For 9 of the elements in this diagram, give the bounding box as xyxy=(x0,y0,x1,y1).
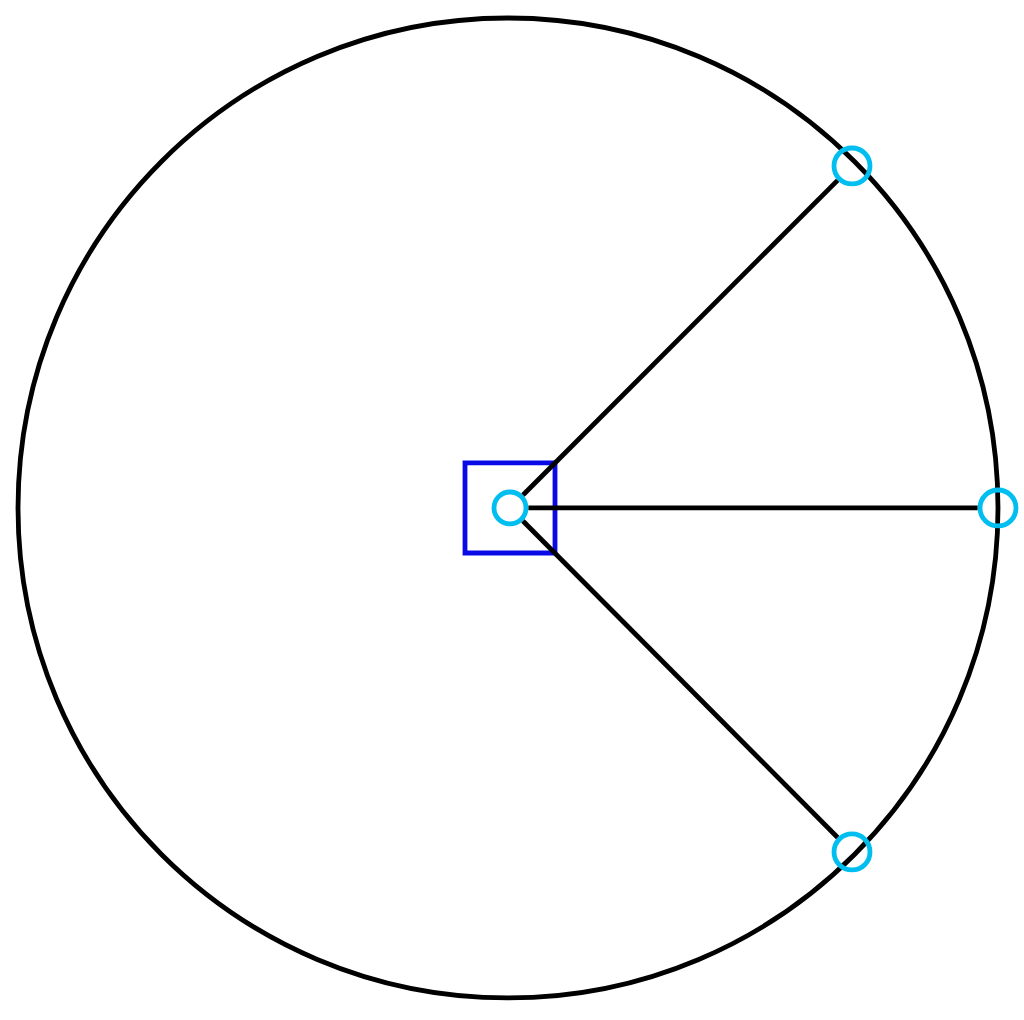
outer-circle xyxy=(15,15,1001,1001)
radius-line xyxy=(521,519,840,840)
radius-line xyxy=(521,178,840,497)
point-marker xyxy=(831,145,873,187)
point-marker xyxy=(977,487,1019,529)
radius-line xyxy=(528,505,978,511)
point-marker xyxy=(831,831,873,873)
center-square xyxy=(462,460,558,556)
center-point xyxy=(491,489,529,527)
